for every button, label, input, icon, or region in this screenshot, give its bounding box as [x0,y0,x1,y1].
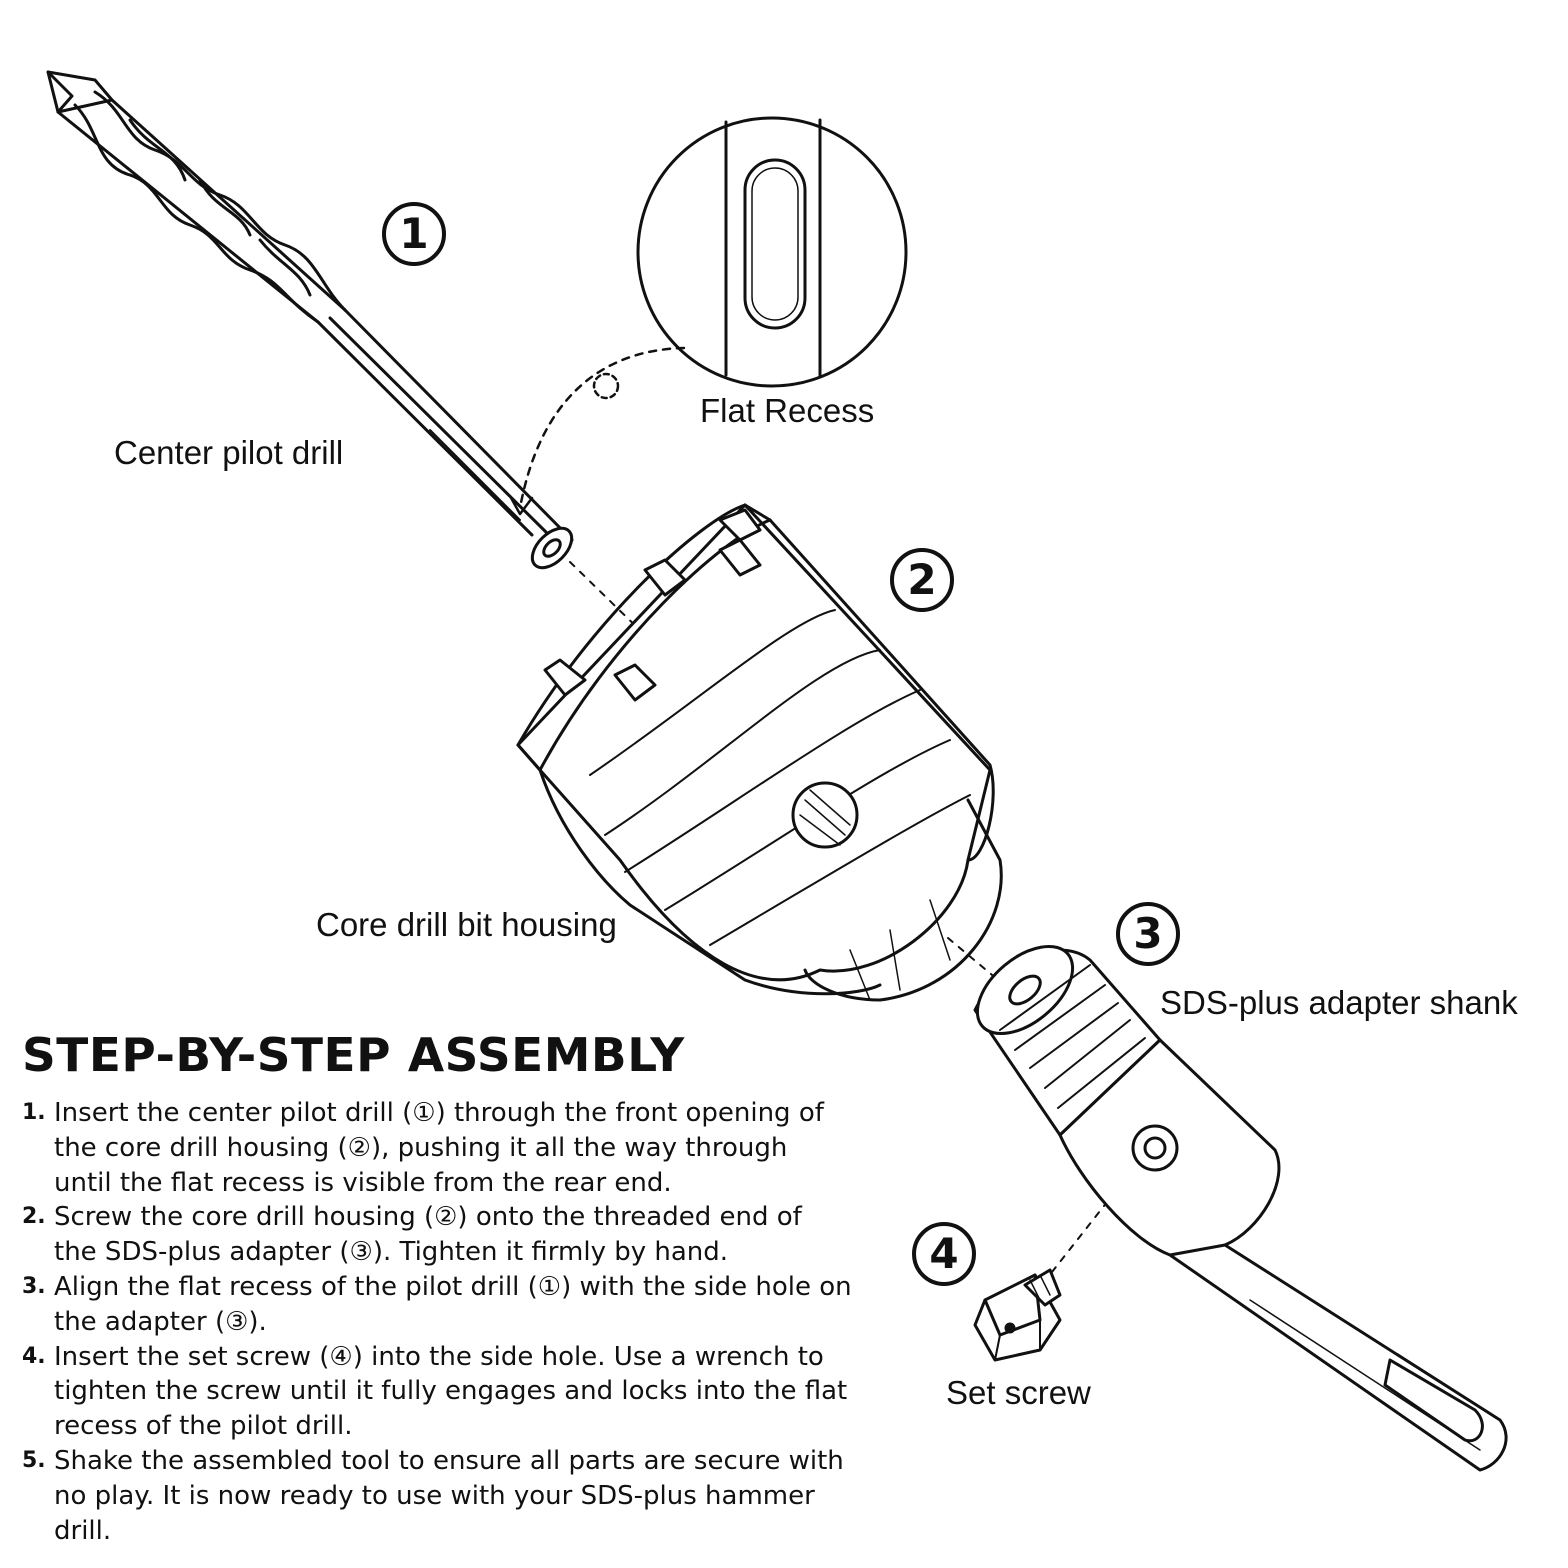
assembly-heading: STEP-BY-STEP ASSEMBLY [22,1028,685,1082]
step-text: Shake the assembled tool to ensure all p… [54,1445,844,1546]
label-flat-recess: Flat Recess [700,392,875,429]
adapter-illustration [973,944,1508,1472]
step-text: Insert the center pilot drill (①) throug… [54,1098,824,1198]
label-core-drill-housing: Core drill bit housing [316,906,617,943]
marker-3: 3 [1116,902,1180,966]
alignment-line-drill-housing [569,561,651,641]
alignment-line-housing-adapter [947,937,1011,991]
pilot-drill-illustration [46,70,574,570]
step-index: 2. [22,1204,46,1230]
step-item: 5. Shake the assembled tool to ensure all… [22,1444,852,1548]
step-text: Insert the set screw (④) into the side h… [54,1341,848,1442]
step-text: Align the flat recess of the pilot drill… [54,1271,852,1337]
step-index: 1. [22,1100,46,1125]
step-index: 5. [22,1447,46,1473]
core-housing-illustration [516,503,1003,1002]
step-item: 1. Insert the center pilot drill (①) thro… [22,1096,852,1200]
assembly-steps: 1. Insert the center pilot drill (①) thro… [22,1096,852,1548]
label-set-screw: Set screw [946,1374,1091,1411]
label-center-pilot-drill: Center pilot drill [114,434,344,471]
marker-2: 2 [890,548,954,612]
marker-4: 4 [912,1222,976,1286]
label-sds-adapter: SDS-plus adapter shank [1160,984,1518,1021]
step-index: 4. [22,1343,46,1369]
step-index: 3. [22,1273,46,1299]
step-item: 2. Screw the core drill housing (②) onto … [22,1200,852,1270]
marker-1: 1 [382,202,446,266]
set-screw-illustration [973,1268,1062,1362]
flat-recess-callout-arrow [508,346,686,516]
flat-recess-detail [636,116,908,388]
step-text: Screw the core drill housing (②) onto th… [54,1202,802,1268]
step-item: 4. Insert the set screw (④) into the side… [22,1340,852,1444]
step-item: 3. Align the flat recess of the pilot dri… [22,1270,852,1340]
